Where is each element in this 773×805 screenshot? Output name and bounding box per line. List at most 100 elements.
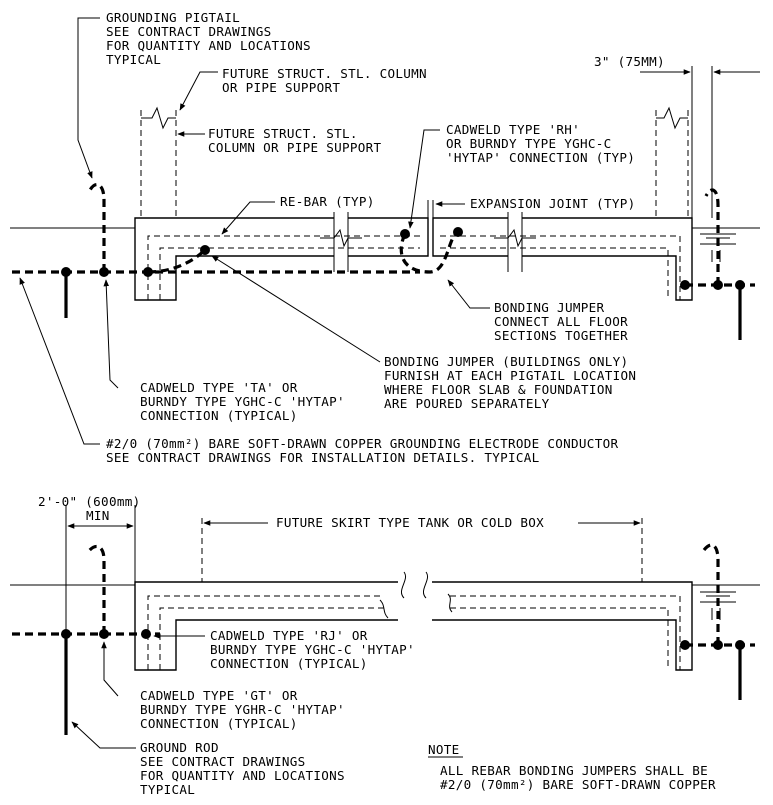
slab-break-right — [494, 212, 536, 272]
column-break-right — [656, 106, 688, 130]
dim-3in-ext — [691, 66, 713, 218]
note-title: NOTE — [428, 742, 460, 757]
label-cadweld-rj-1: CADWELD TYPE 'RJ' OR — [210, 628, 368, 643]
rebar-bottom-right — [450, 595, 681, 670]
bottom-detail — [10, 505, 760, 758]
label-bonding-bldg-4: ARE POURED SEPARATELY — [384, 396, 550, 411]
connection-dot — [143, 267, 153, 277]
rebar-bottom-inner — [159, 607, 384, 670]
label-pigtail-4: TYPICAL — [106, 52, 161, 67]
connection-dot — [453, 227, 463, 237]
label-pigtail-1: GROUNDING PIGTAIL — [106, 10, 240, 25]
connection-dot — [713, 280, 723, 290]
grounding-pigtail-right — [704, 188, 720, 285]
label-pigtail-2: SEE CONTRACT DRAWINGS — [106, 24, 272, 39]
note-text-2: #2/0 (70mm²) BARE SOFT-DRAWN COPPER — [440, 777, 716, 792]
grounding-pigtail — [88, 182, 106, 272]
label-cadweld-rj-3: CONNECTION (TYPICAL) — [210, 656, 368, 671]
pigtail-bottom-right — [702, 543, 720, 645]
label-ground-rod-2: SEE CONTRACT DRAWINGS — [140, 754, 306, 769]
label-pigtail-3: FOR QUANTITY AND LOCATIONS — [106, 38, 311, 53]
label-cadweld-rh-2: OR BURNDY TYPE YGHC-C — [446, 136, 612, 151]
label-bonding-bldg-2: FURNISH AT EACH PIGTAIL LOCATION — [384, 368, 636, 383]
label-cadweld-rj-2: BURNDY TYPE YGHC-C 'HYTAP' — [210, 642, 415, 657]
concrete-slab-left — [134, 217, 429, 301]
column-break-left — [141, 106, 176, 130]
label-cadweld-gt-1: CADWELD TYPE 'GT' OR — [140, 688, 298, 703]
bonding-jumper-floor — [399, 230, 459, 274]
connection-dot — [735, 280, 745, 290]
expansion-joint-mark — [427, 200, 434, 218]
edge-conduit-marks — [700, 591, 736, 620]
leader-cadweld-rh — [408, 129, 440, 229]
label-conductor-1: #2/0 (70mm²) BARE SOFT-DRAWN COPPER GROU… — [106, 436, 618, 451]
label-dim-2ft: 2'-0" (600mm) — [38, 494, 140, 509]
future-column-left — [140, 110, 177, 218]
label-cadweld-ta-3: CONNECTION (TYPICAL) — [140, 408, 298, 423]
concrete-slab-right — [432, 217, 693, 301]
tank-foundation — [134, 581, 693, 671]
label-ground-rod-3: FOR QUANTITY AND LOCATIONS — [140, 768, 345, 783]
label-cadweld-rh-3: 'HYTAP' CONNECTION (TYP) — [446, 150, 635, 165]
connection-dot — [680, 640, 690, 650]
connection-dot — [99, 629, 109, 639]
rebar-bottom-right-inner — [450, 607, 669, 670]
label-cadweld-ta-2: BURNDY TYPE YGHC-C 'HYTAP' — [140, 394, 345, 409]
connection-dot — [200, 245, 210, 255]
label-cadweld-rh-1: CADWELD TYPE 'RH' — [446, 122, 580, 137]
label-cadweld-ta-1: CADWELD TYPE 'TA' OR — [140, 380, 298, 395]
label-dim-2ft-min: MIN — [86, 508, 110, 523]
label-rebar: RE-BAR (TYP) — [280, 194, 375, 209]
label-cadweld-gt-2: BURNDY TYPE YGHR-C 'HYTAP' — [140, 702, 345, 717]
foundation-break — [379, 570, 453, 630]
future-column-right — [655, 110, 689, 218]
label-bonding-jumper-3: SECTIONS TOGETHER — [494, 328, 628, 343]
connection-dot — [713, 640, 723, 650]
top-detail — [10, 17, 760, 445]
connection-dot — [99, 267, 109, 277]
label-future-col-2b: COLUMN OR PIPE SUPPORT — [208, 140, 382, 155]
label-bonding-jumper-1: BONDING JUMPER — [494, 300, 604, 315]
label-bonding-bldg-3: WHERE FLOOR SLAB & FOUNDATION — [384, 382, 613, 397]
future-tank-outline — [201, 518, 643, 582]
label-bonding-jumper-2: CONNECT ALL FLOOR — [494, 314, 628, 329]
label-skirt-tank: FUTURE SKIRT TYPE TANK OR COLD BOX — [276, 515, 544, 530]
connection-dot — [400, 229, 410, 239]
rebar-right-inner — [440, 247, 669, 300]
leader-future-col-1 — [179, 71, 218, 111]
rebar-left — [147, 235, 420, 300]
label-expansion: EXPANSION JOINT (TYP) — [470, 196, 636, 211]
leader-bonding-jumper — [447, 279, 490, 309]
rebar-right — [440, 235, 681, 300]
connection-dot — [735, 640, 745, 650]
connection-dot — [141, 629, 151, 639]
slab-break-left — [320, 212, 362, 272]
labels: GROUNDING PIGTAIL SEE CONTRACT DRAWINGS … — [38, 10, 716, 797]
label-future-col-1b: OR PIPE SUPPORT — [222, 80, 340, 95]
connection-dot — [61, 267, 71, 277]
rebar-left-inner — [159, 247, 420, 300]
label-dim-3in: 3" (75MM) — [594, 54, 665, 69]
leader-pigtail — [77, 17, 100, 179]
label-ground-rod-4: TYPICAL — [140, 782, 195, 797]
label-future-col-2a: FUTURE STRUCT. STL. — [208, 126, 358, 141]
label-cadweld-gt-3: CONNECTION (TYPICAL) — [140, 716, 298, 731]
bonding-jumper-bldg — [147, 248, 207, 274]
leader-bonding-bldg — [211, 255, 381, 363]
leader-cadweld-ta — [103, 279, 119, 389]
dim-2ft-ext — [65, 505, 136, 634]
edge-conduit-marks — [700, 233, 736, 262]
label-bonding-bldg-1: BONDING JUMPER (BUILDINGS ONLY) — [384, 354, 628, 369]
rebar-bottom — [147, 595, 384, 670]
pigtail-bottom — [86, 544, 106, 634]
leader-rebar — [221, 201, 275, 235]
connection-dot — [680, 280, 690, 290]
label-future-col-1a: FUTURE STRUCT. STL. COLUMN — [222, 66, 427, 81]
label-conductor-2: SEE CONTRACT DRAWINGS FOR INSTALLATION D… — [106, 450, 540, 465]
leader-ground-rod — [71, 721, 136, 749]
leader-cadweld-gt — [101, 641, 119, 697]
leader-conductor — [19, 277, 100, 445]
note-text-1: ALL REBAR BONDING JUMPERS SHALL BE — [440, 763, 708, 778]
label-ground-rod-1: GROUND ROD — [140, 740, 219, 755]
